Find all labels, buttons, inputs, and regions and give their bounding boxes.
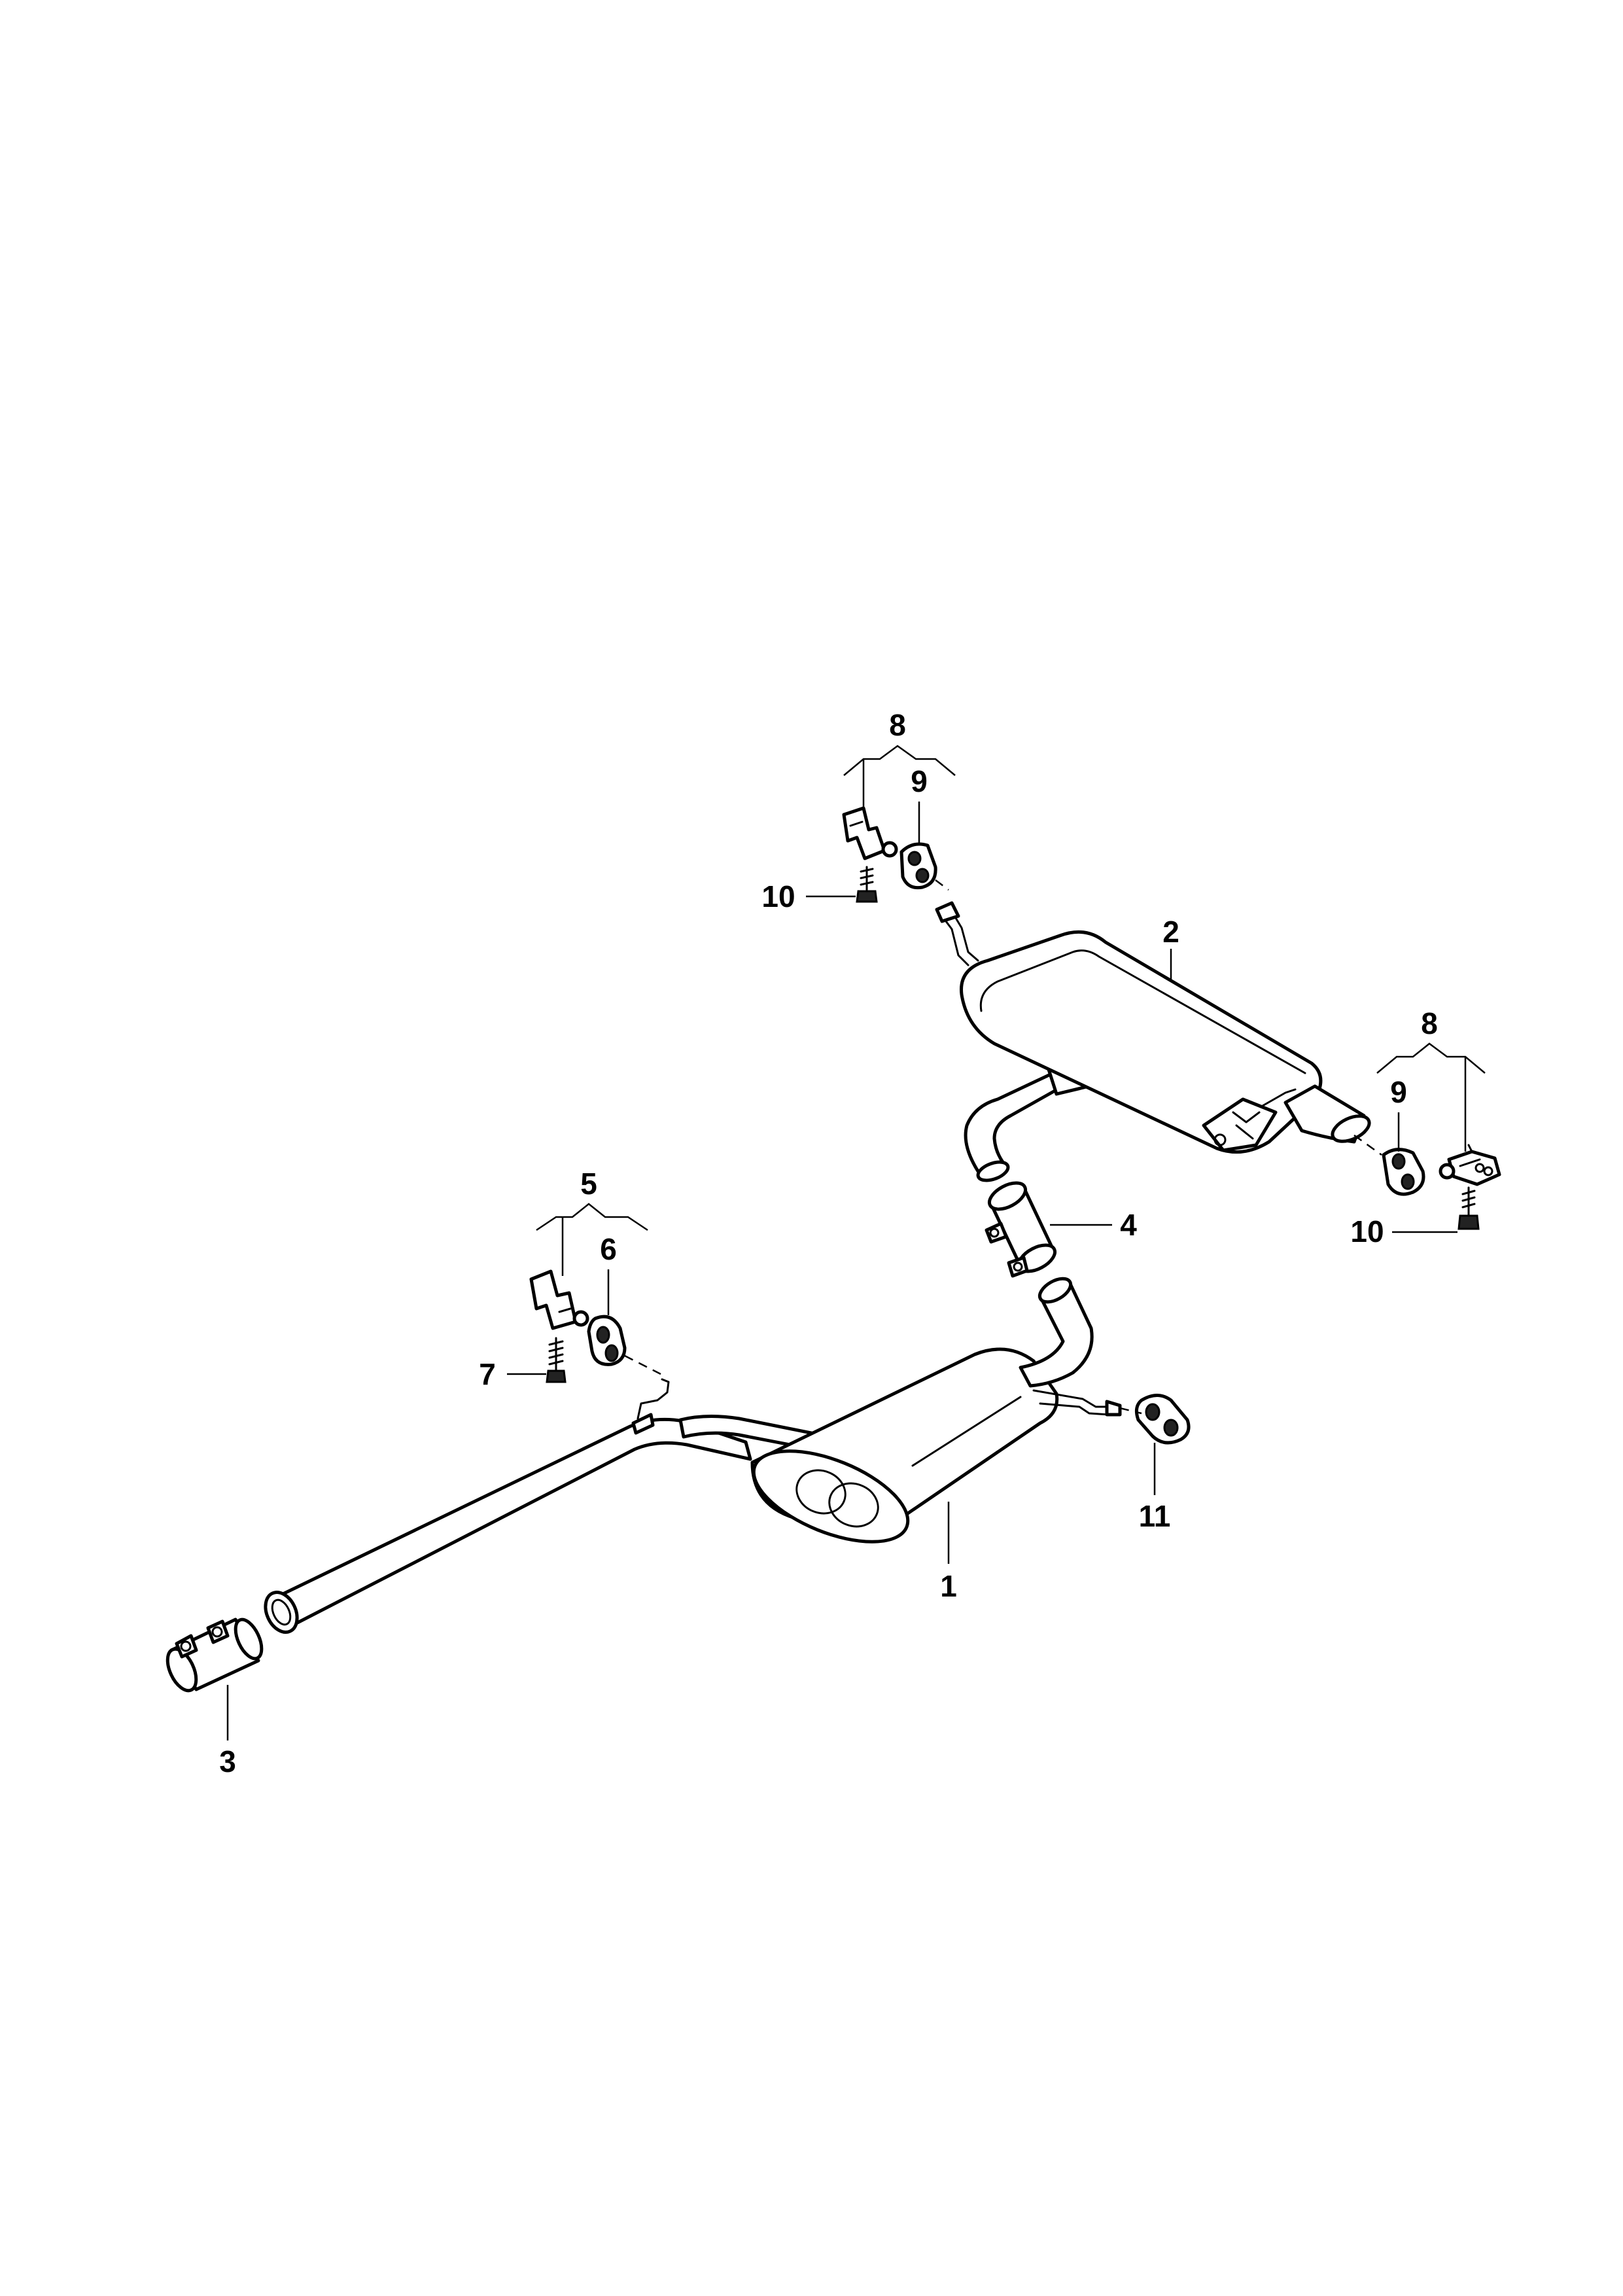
rubber-mount-6 [587,1315,661,1375]
clamp-3 [166,1617,264,1693]
rubber-mount-9-top [899,842,949,891]
callout-4: 4 [1120,1208,1137,1242]
rubber-mount-11 [1119,1394,1191,1445]
callout-9-top: 9 [911,764,928,798]
callout-3: 3 [219,1744,236,1778]
bolt-10-right [1457,1186,1480,1230]
bracket-8-top [842,806,898,860]
callout-9-right: 9 [1390,1075,1407,1109]
callout-8-top: 8 [889,708,906,742]
bolt-10-top [856,866,878,903]
bracket-5 [529,1269,589,1330]
front-muffler [750,1347,1122,1544]
callout-10-right: 10 [1350,1214,1384,1248]
intermediate-pipe [1019,1277,1094,1388]
leader-lines [226,745,1486,1740]
front-pipe [264,1378,839,1634]
callout-1: 1 [940,1569,957,1603]
callout-6: 6 [600,1232,617,1266]
callout-11: 11 [1139,1499,1171,1533]
callout-7: 7 [479,1357,496,1391]
callout-10-top: 10 [761,879,795,913]
callout-2: 2 [1162,915,1179,949]
clamp-4 [985,1181,1057,1278]
callout-8-right: 8 [1421,1006,1438,1040]
rubber-mount-9-right [1353,1134,1425,1196]
bracket-8-right [1439,1144,1501,1186]
rear-muffler [935,901,1371,1154]
bolt-7 [546,1337,567,1383]
callout-5: 5 [580,1167,597,1201]
